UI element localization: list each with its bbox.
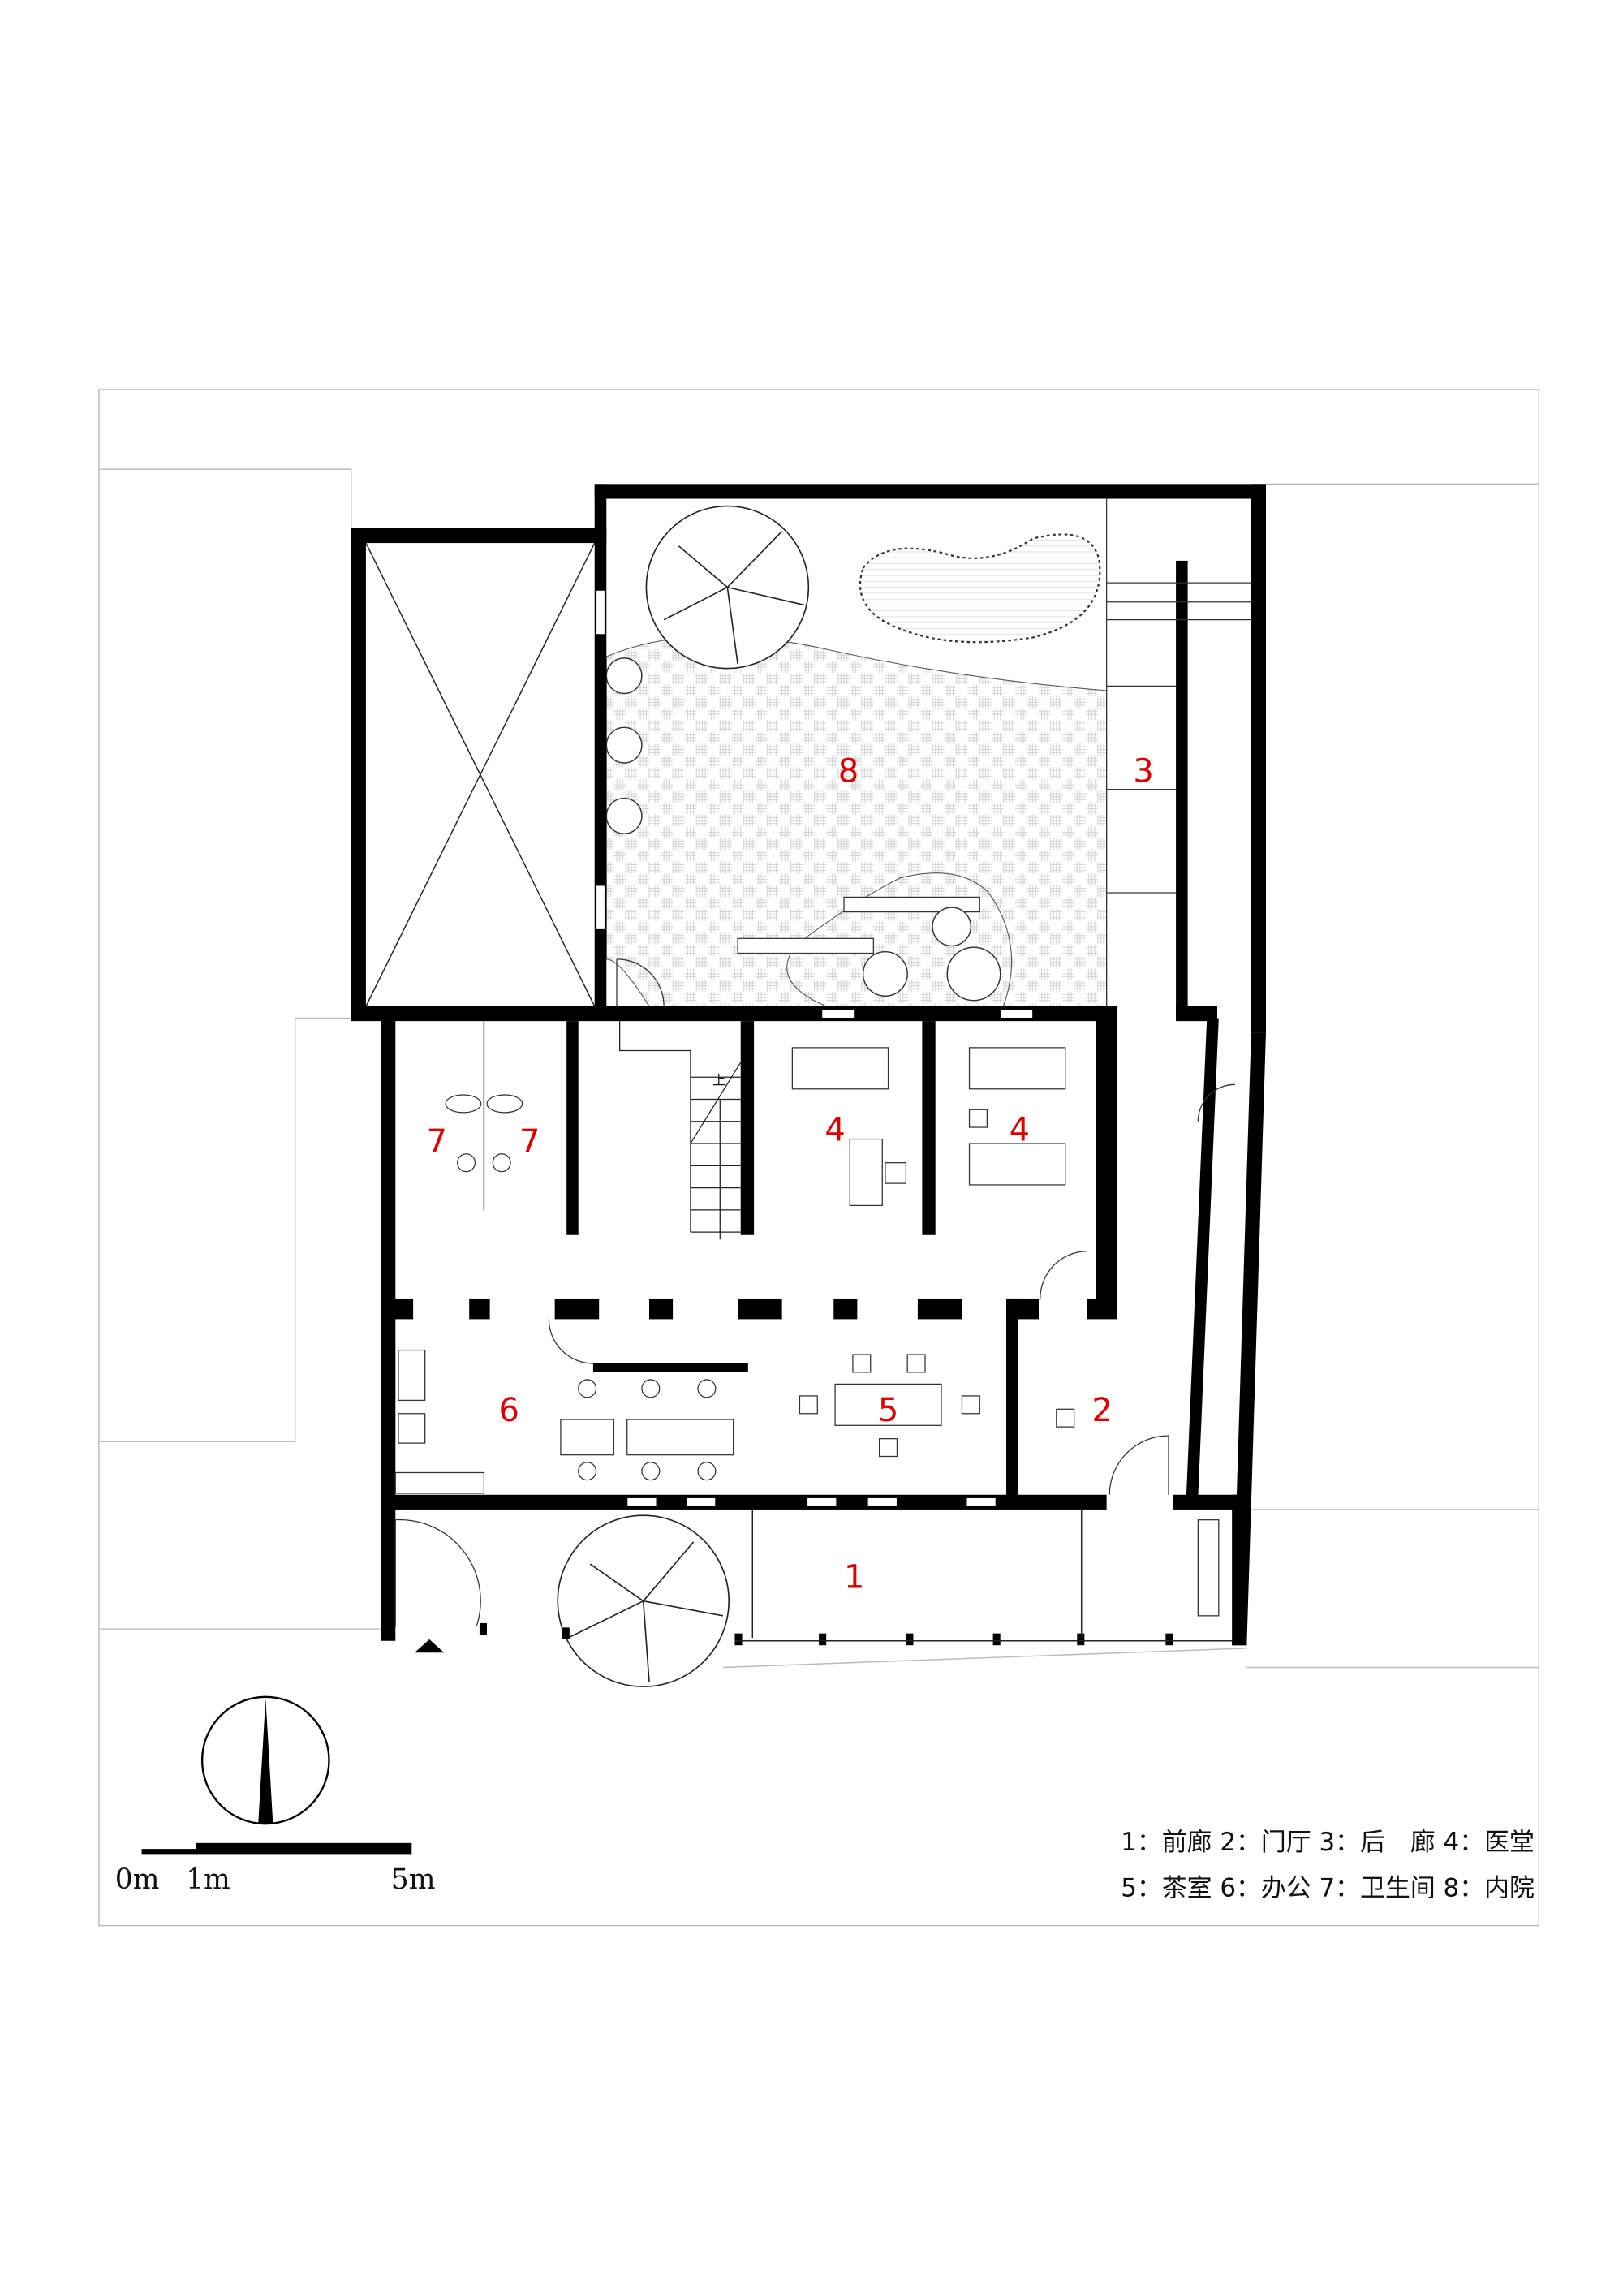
room-label-clinic: 4 — [1010, 1111, 1030, 1148]
sheet-frame — [98, 389, 1540, 1927]
scale-label-0: 0m — [115, 1863, 160, 1896]
room-label-back-corridor: 3 — [1133, 753, 1153, 790]
entrance-arrow-icon — [414, 1639, 445, 1653]
tree-icon — [645, 505, 810, 670]
room-label-wc: 7 — [426, 1123, 446, 1161]
stair-up-label: 上 — [712, 1072, 725, 1088]
windows — [596, 589, 1034, 1507]
north-arrow-icon — [200, 1695, 330, 1825]
legend-line-1: 1：前廊 2：门厅 3：后 廊 4：医堂 — [1121, 1828, 1535, 1857]
room-label-wc: 7 — [519, 1123, 540, 1161]
courtyard-bench — [737, 937, 874, 954]
porch-columns — [479, 1622, 1173, 1646]
scale-label-5: 5m — [391, 1863, 436, 1896]
back-corridor-steps — [1105, 498, 1251, 1006]
shrub-icons — [605, 657, 1001, 1002]
room-label-clinic: 4 — [824, 1111, 845, 1148]
room-label-courtyard: 8 — [838, 753, 859, 790]
room-label-front-corridor: 1 — [844, 1558, 864, 1596]
void-open-to-below — [365, 542, 596, 1007]
courtyard-paving — [605, 635, 1108, 1007]
furniture — [394, 1021, 1220, 1617]
tree-icon — [557, 1514, 730, 1687]
room-label-foyer: 2 — [1091, 1392, 1112, 1429]
walls — [351, 484, 1266, 1646]
room-label-tea-room: 5 — [878, 1392, 898, 1429]
stair — [619, 1021, 742, 1240]
doors — [394, 958, 1235, 1626]
pond — [859, 533, 1101, 644]
room-label-office: 6 — [499, 1392, 519, 1429]
legend-line-2: 5：茶室 6：办公 7：卫生间 8：内院 — [1121, 1873, 1535, 1902]
site-boundary-lines — [98, 468, 1539, 1669]
scale-label-1: 1m — [186, 1863, 230, 1896]
scale-bar — [141, 1842, 412, 1855]
